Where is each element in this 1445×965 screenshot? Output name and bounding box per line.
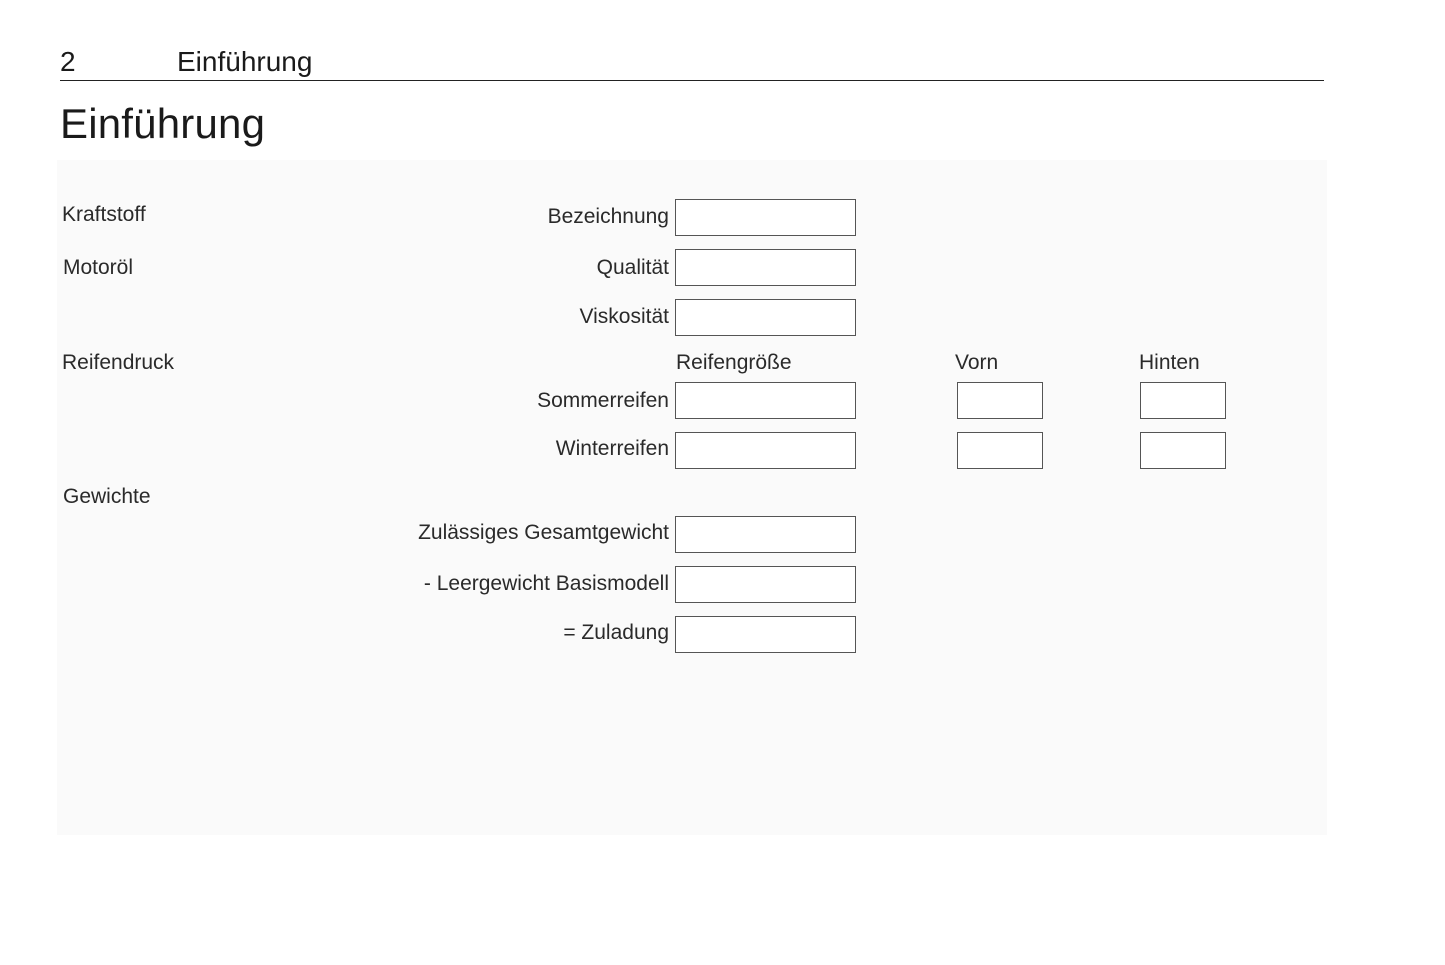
column-reifengroesse: Reifengröße <box>676 351 792 374</box>
section-kraftstoff: Kraftstoff <box>62 203 146 226</box>
winterreifen-size-field[interactable] <box>675 432 856 469</box>
column-vorn: Vorn <box>955 351 999 374</box>
winterreifen-hinten-field[interactable] <box>1140 432 1226 469</box>
section-gewichte: Gewichte <box>63 485 151 508</box>
label-bezeichnung: Bezeichnung <box>547 205 669 228</box>
page-number: 2 <box>60 46 76 77</box>
winterreifen-vorn-field[interactable] <box>957 432 1043 469</box>
sommerreifen-size-field[interactable] <box>675 382 856 419</box>
section-motoroel: Motoröl <box>63 256 134 279</box>
label-viskositaet: Viskosität <box>579 305 670 328</box>
zuladung-field[interactable] <box>675 616 856 653</box>
label-qualitaet: Qualität <box>596 256 669 279</box>
column-hinten: Hinten <box>1139 351 1200 374</box>
leergewicht-field[interactable] <box>675 566 856 603</box>
running-title: Einführung <box>177 46 313 77</box>
qualitaet-field[interactable] <box>675 249 856 286</box>
label-zuladung: = Zuladung <box>563 621 669 644</box>
page-title: Einführung <box>60 100 266 147</box>
section-reifendruck: Reifendruck <box>62 351 175 374</box>
sommerreifen-hinten-field[interactable] <box>1140 382 1226 419</box>
gesamtgewicht-field[interactable] <box>675 516 856 553</box>
bezeichnung-field[interactable] <box>675 199 856 236</box>
label-leergewicht: - Leergewicht Basismodell <box>423 572 669 595</box>
label-gesamtgewicht: Zulässiges Gesamtgewicht <box>418 521 669 544</box>
label-sommerreifen: Sommerreifen <box>537 389 669 412</box>
label-winterreifen: Winterreifen <box>555 437 669 460</box>
sommerreifen-vorn-field[interactable] <box>957 382 1043 419</box>
viskositaet-field[interactable] <box>675 299 856 336</box>
running-header: 2 Einführung <box>60 44 1324 81</box>
